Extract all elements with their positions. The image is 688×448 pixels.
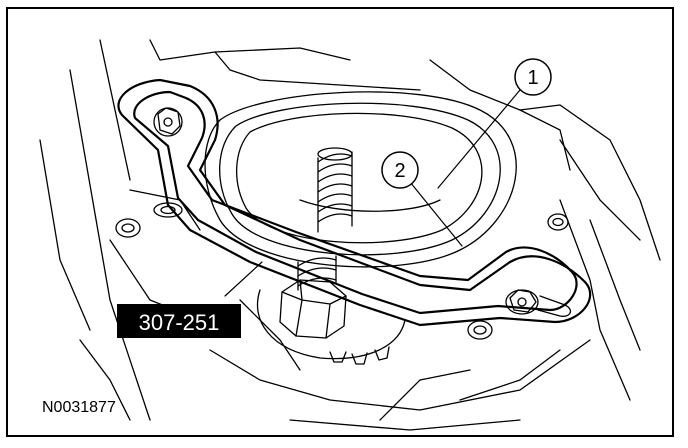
special-tool-bracket [117,78,592,327]
figure-id: N0031877 [42,399,116,416]
threaded-rod-upper [317,147,353,233]
callout-2-label: 2 [394,160,405,182]
engine-casting [39,39,661,431]
callout-1-label: 1 [527,67,538,89]
leader-lines [224,89,521,297]
tool-number-tag: 307-251 [117,304,241,338]
figure-frame [6,7,674,437]
forcing-screw [279,255,347,339]
tool-number-label: 307-251 [139,310,220,335]
callout-2: 2 [381,151,419,189]
sprocket [256,289,406,365]
callout-1: 1 [514,58,552,96]
bracket-bolts [153,107,572,317]
